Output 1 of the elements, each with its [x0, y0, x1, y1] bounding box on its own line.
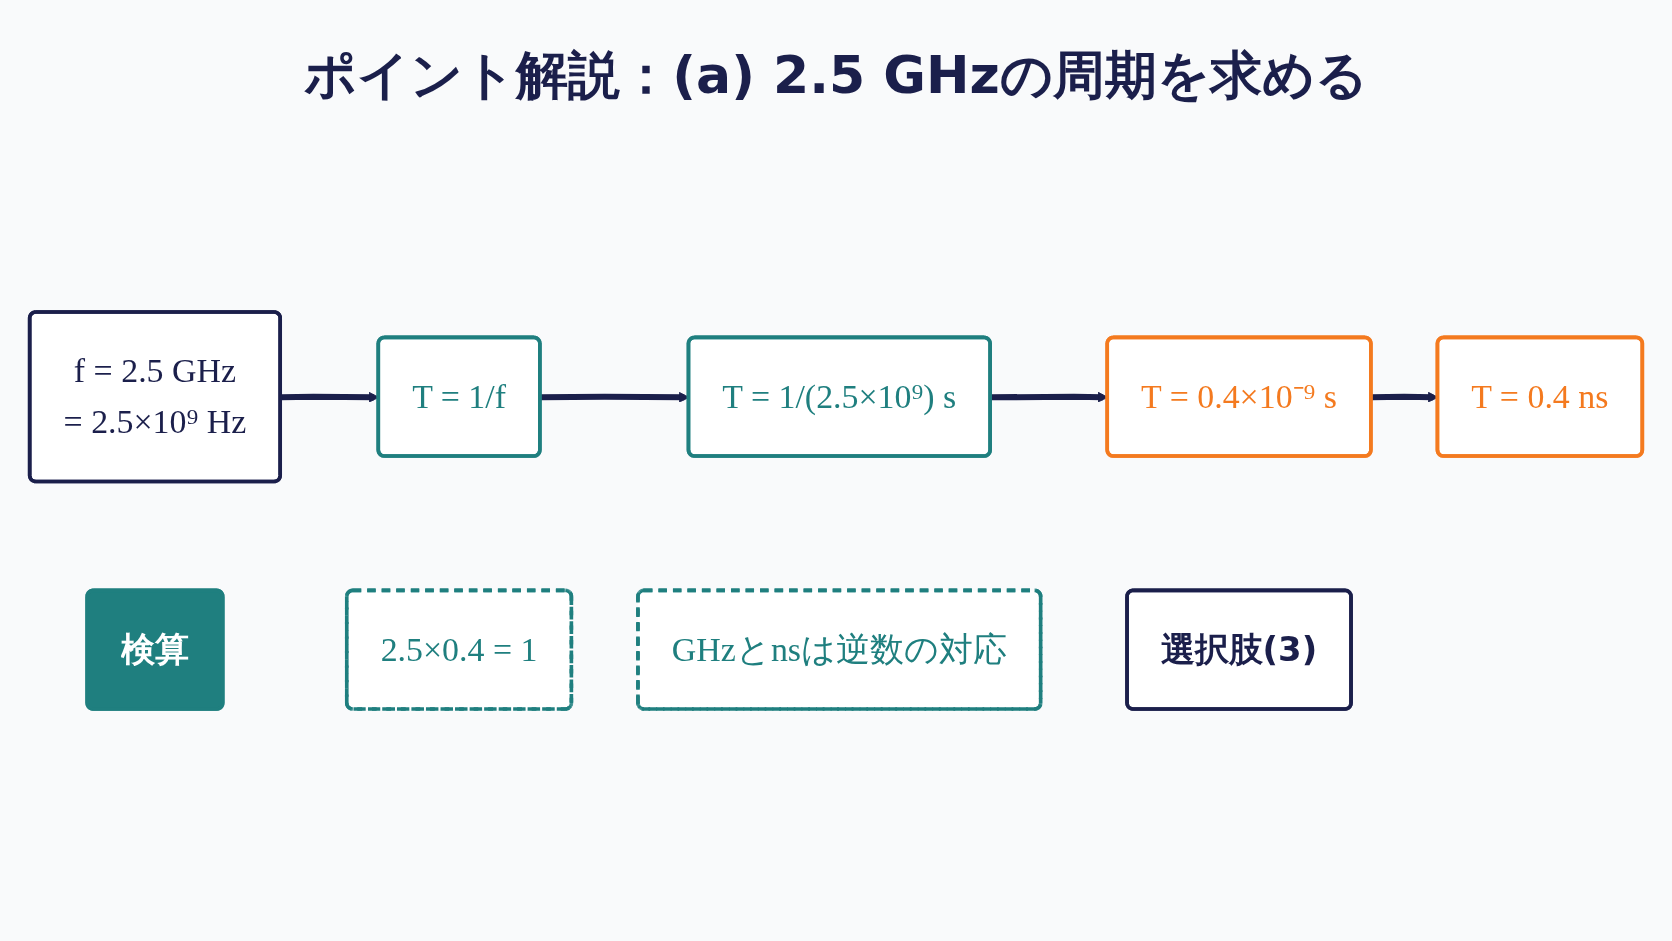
title: ポイント解説：(a) 2.5 GHzの周期を求める	[303, 44, 1369, 107]
